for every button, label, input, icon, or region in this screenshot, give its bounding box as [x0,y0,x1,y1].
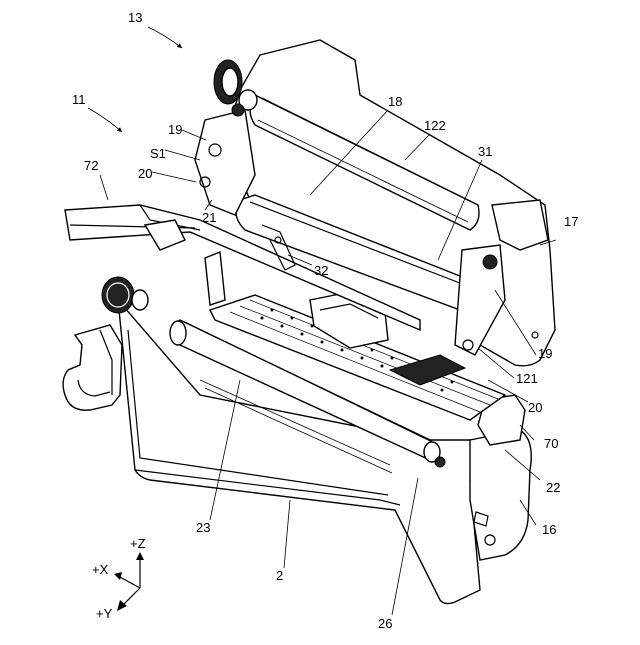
ref-21: 21 [202,210,216,225]
ref-32: 32 [314,263,328,278]
ref-16: 16 [542,522,556,537]
ref-13: 13 [128,10,142,25]
ref-31: 31 [478,144,492,159]
base-gear [102,277,148,313]
ref-121: 121 [516,371,538,386]
axis-y-label: +Y [96,606,113,621]
ref-18: 18 [388,94,402,109]
ref-11: 11 [72,92,86,107]
ref-23: 23 [196,520,210,535]
axis-x-label: +X [92,562,109,577]
left-clip [63,325,122,410]
ref-26: 26 [378,616,392,631]
axis-z-label: +Z [130,536,146,551]
ref-70: 70 [544,436,558,451]
ref-22: 22 [546,480,560,495]
ref-20-left: 20 [138,166,152,181]
ref-19-right: 19 [538,346,552,361]
ref-19-left: 19 [168,122,182,137]
ref-S1: S1 [150,146,166,161]
ref-17: 17 [564,214,578,229]
ref-72: 72 [84,158,98,173]
ref-2: 2 [276,568,283,583]
axis-triad: +Z +X +Y [92,536,146,621]
ref-20-right: 20 [528,400,542,415]
ref-122: 122 [424,118,446,133]
